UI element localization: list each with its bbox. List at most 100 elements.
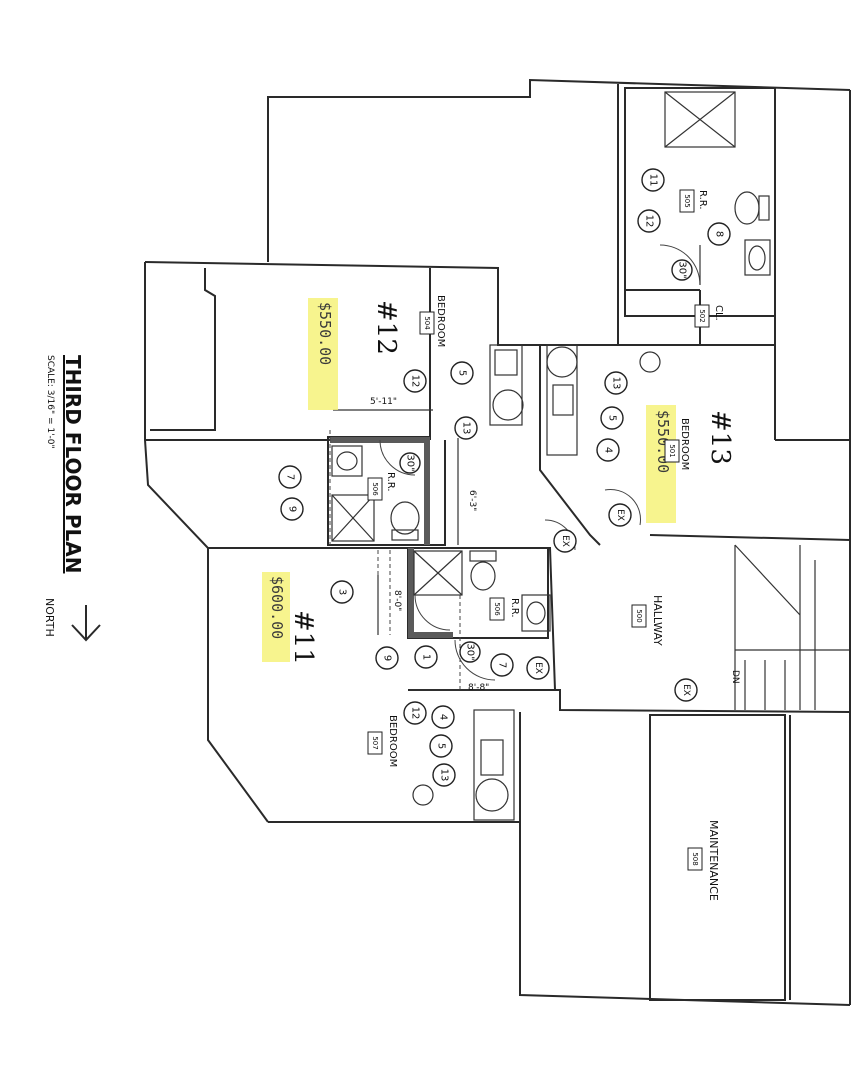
room-506a-tag: 506: [367, 477, 383, 501]
exit-marker: EX: [674, 678, 698, 702]
svg-text:13: 13: [461, 422, 472, 435]
callout-tag: 3: [330, 580, 354, 604]
hallway-label: HALLWAY: [651, 595, 664, 646]
dim-8-8: 8'-8": [468, 683, 489, 693]
room-507-tag: 507: [367, 731, 383, 755]
room-501-tag: 501: [664, 439, 680, 463]
svg-text:8: 8: [714, 231, 725, 237]
unit-11-price: $600.00: [268, 576, 286, 639]
svg-text:500: 500: [635, 609, 643, 622]
svg-text:EX: EX: [681, 684, 691, 696]
callout-tag: 13: [454, 416, 478, 440]
unit-13-number: #13: [705, 410, 735, 465]
callout-tag: 5: [600, 406, 624, 430]
stairs-down-label: DN: [730, 670, 740, 684]
unit-11-number: #11: [288, 610, 318, 665]
exit-marker: EX: [553, 529, 577, 553]
callout-tag: 5: [429, 734, 453, 758]
svg-text:506: 506: [371, 482, 379, 496]
svg-text:EX: EX: [533, 662, 543, 674]
price-highlight-11: [262, 572, 290, 662]
dim-5-11: 5'-11": [370, 397, 397, 407]
unit-11-room-label: BEDROOM: [387, 715, 398, 767]
building-walls: [144, 78, 851, 1006]
unit-12-price: $550.00: [316, 302, 334, 365]
callout-tag: 13: [604, 371, 628, 395]
svg-text:13: 13: [439, 769, 450, 782]
door-swings: [379, 244, 701, 681]
drain-marker: [412, 784, 434, 806]
door-size-tag: 30": [399, 452, 421, 474]
north-arrow-icon: [71, 605, 101, 642]
svg-text:5: 5: [607, 415, 618, 421]
exit-marker: EX: [608, 503, 632, 527]
price-highlight-13: [646, 405, 676, 523]
svg-text:508: 508: [691, 852, 699, 865]
svg-text:EX: EX: [615, 509, 625, 521]
unit-13-room-label: BEDROOM: [679, 418, 690, 470]
rr-506b-label: R.R.: [509, 598, 520, 618]
room-505-tag: 505: [679, 189, 695, 213]
door-size-tag: 30": [459, 641, 481, 663]
svg-text:12: 12: [410, 707, 421, 720]
callout-tag: 7: [278, 465, 302, 489]
callout-tag: 1: [414, 645, 438, 669]
callout-tag: 5: [450, 361, 474, 385]
svg-text:3: 3: [337, 589, 348, 595]
callout-tag: 4: [431, 705, 455, 729]
room-504-tag: 504: [419, 311, 435, 335]
svg-text:506: 506: [493, 602, 501, 616]
svg-text:501: 501: [668, 444, 676, 457]
svg-text:1: 1: [421, 654, 432, 660]
callout-tag: 7: [490, 653, 514, 677]
fixtures: [329, 91, 771, 821]
price-highlight-12: [308, 298, 338, 410]
unit-12-room-label: BEDROOM: [435, 295, 446, 347]
north-label: NORTH: [43, 598, 56, 637]
svg-text:EX: EX: [560, 535, 570, 547]
room-500-tag: 500: [631, 604, 647, 628]
svg-text:7: 7: [285, 474, 296, 480]
room-502-tag: 502: [694, 304, 710, 328]
svg-text:30": 30": [405, 454, 416, 471]
dim-6-3: 6'-3": [467, 490, 477, 511]
door-size-tag: 30": [671, 259, 693, 281]
plan-title: THIRD FLOOR PLAN: [61, 355, 85, 573]
svg-text:12: 12: [644, 215, 655, 228]
svg-text:9: 9: [287, 506, 298, 512]
svg-text:504: 504: [423, 316, 431, 330]
svg-text:13: 13: [611, 377, 622, 390]
cl-502-label: CL.: [713, 305, 724, 321]
exit-marker: EX: [526, 656, 550, 680]
callout-tag: 11: [641, 168, 665, 192]
plan-scale: SCALE: 3/16" = 1'-0": [45, 355, 55, 449]
rr-506a-label: R.R.: [385, 472, 396, 492]
unit-12-number: #12: [371, 300, 401, 355]
svg-text:7: 7: [497, 662, 508, 668]
rr-505-label: R.R.: [697, 190, 708, 210]
dimension-lines: [333, 409, 520, 691]
maintenance-label: MAINTENANCE: [707, 820, 720, 901]
callout-tag: 9: [375, 646, 399, 670]
svg-text:30": 30": [465, 643, 476, 660]
callout-tag: 8: [707, 222, 731, 246]
callout-tag: 13: [432, 763, 456, 787]
svg-text:9: 9: [382, 655, 393, 661]
callout-tag: 9: [280, 497, 304, 521]
svg-text:502: 502: [698, 309, 706, 322]
svg-text:5: 5: [457, 370, 468, 376]
svg-text:11: 11: [648, 174, 659, 187]
drain-marker: [639, 351, 661, 373]
svg-text:505: 505: [683, 194, 691, 207]
svg-text:507: 507: [371, 736, 379, 749]
svg-text:12: 12: [410, 375, 421, 388]
callout-tag: 12: [637, 209, 661, 233]
svg-text:4: 4: [438, 714, 449, 720]
room-508-tag: 508: [687, 847, 703, 871]
room-506b-tag: 506: [489, 597, 505, 621]
callout-tag: 12: [403, 369, 427, 393]
callout-tag: 12: [403, 701, 427, 725]
svg-text:30": 30": [677, 261, 688, 278]
svg-text:4: 4: [603, 447, 614, 453]
